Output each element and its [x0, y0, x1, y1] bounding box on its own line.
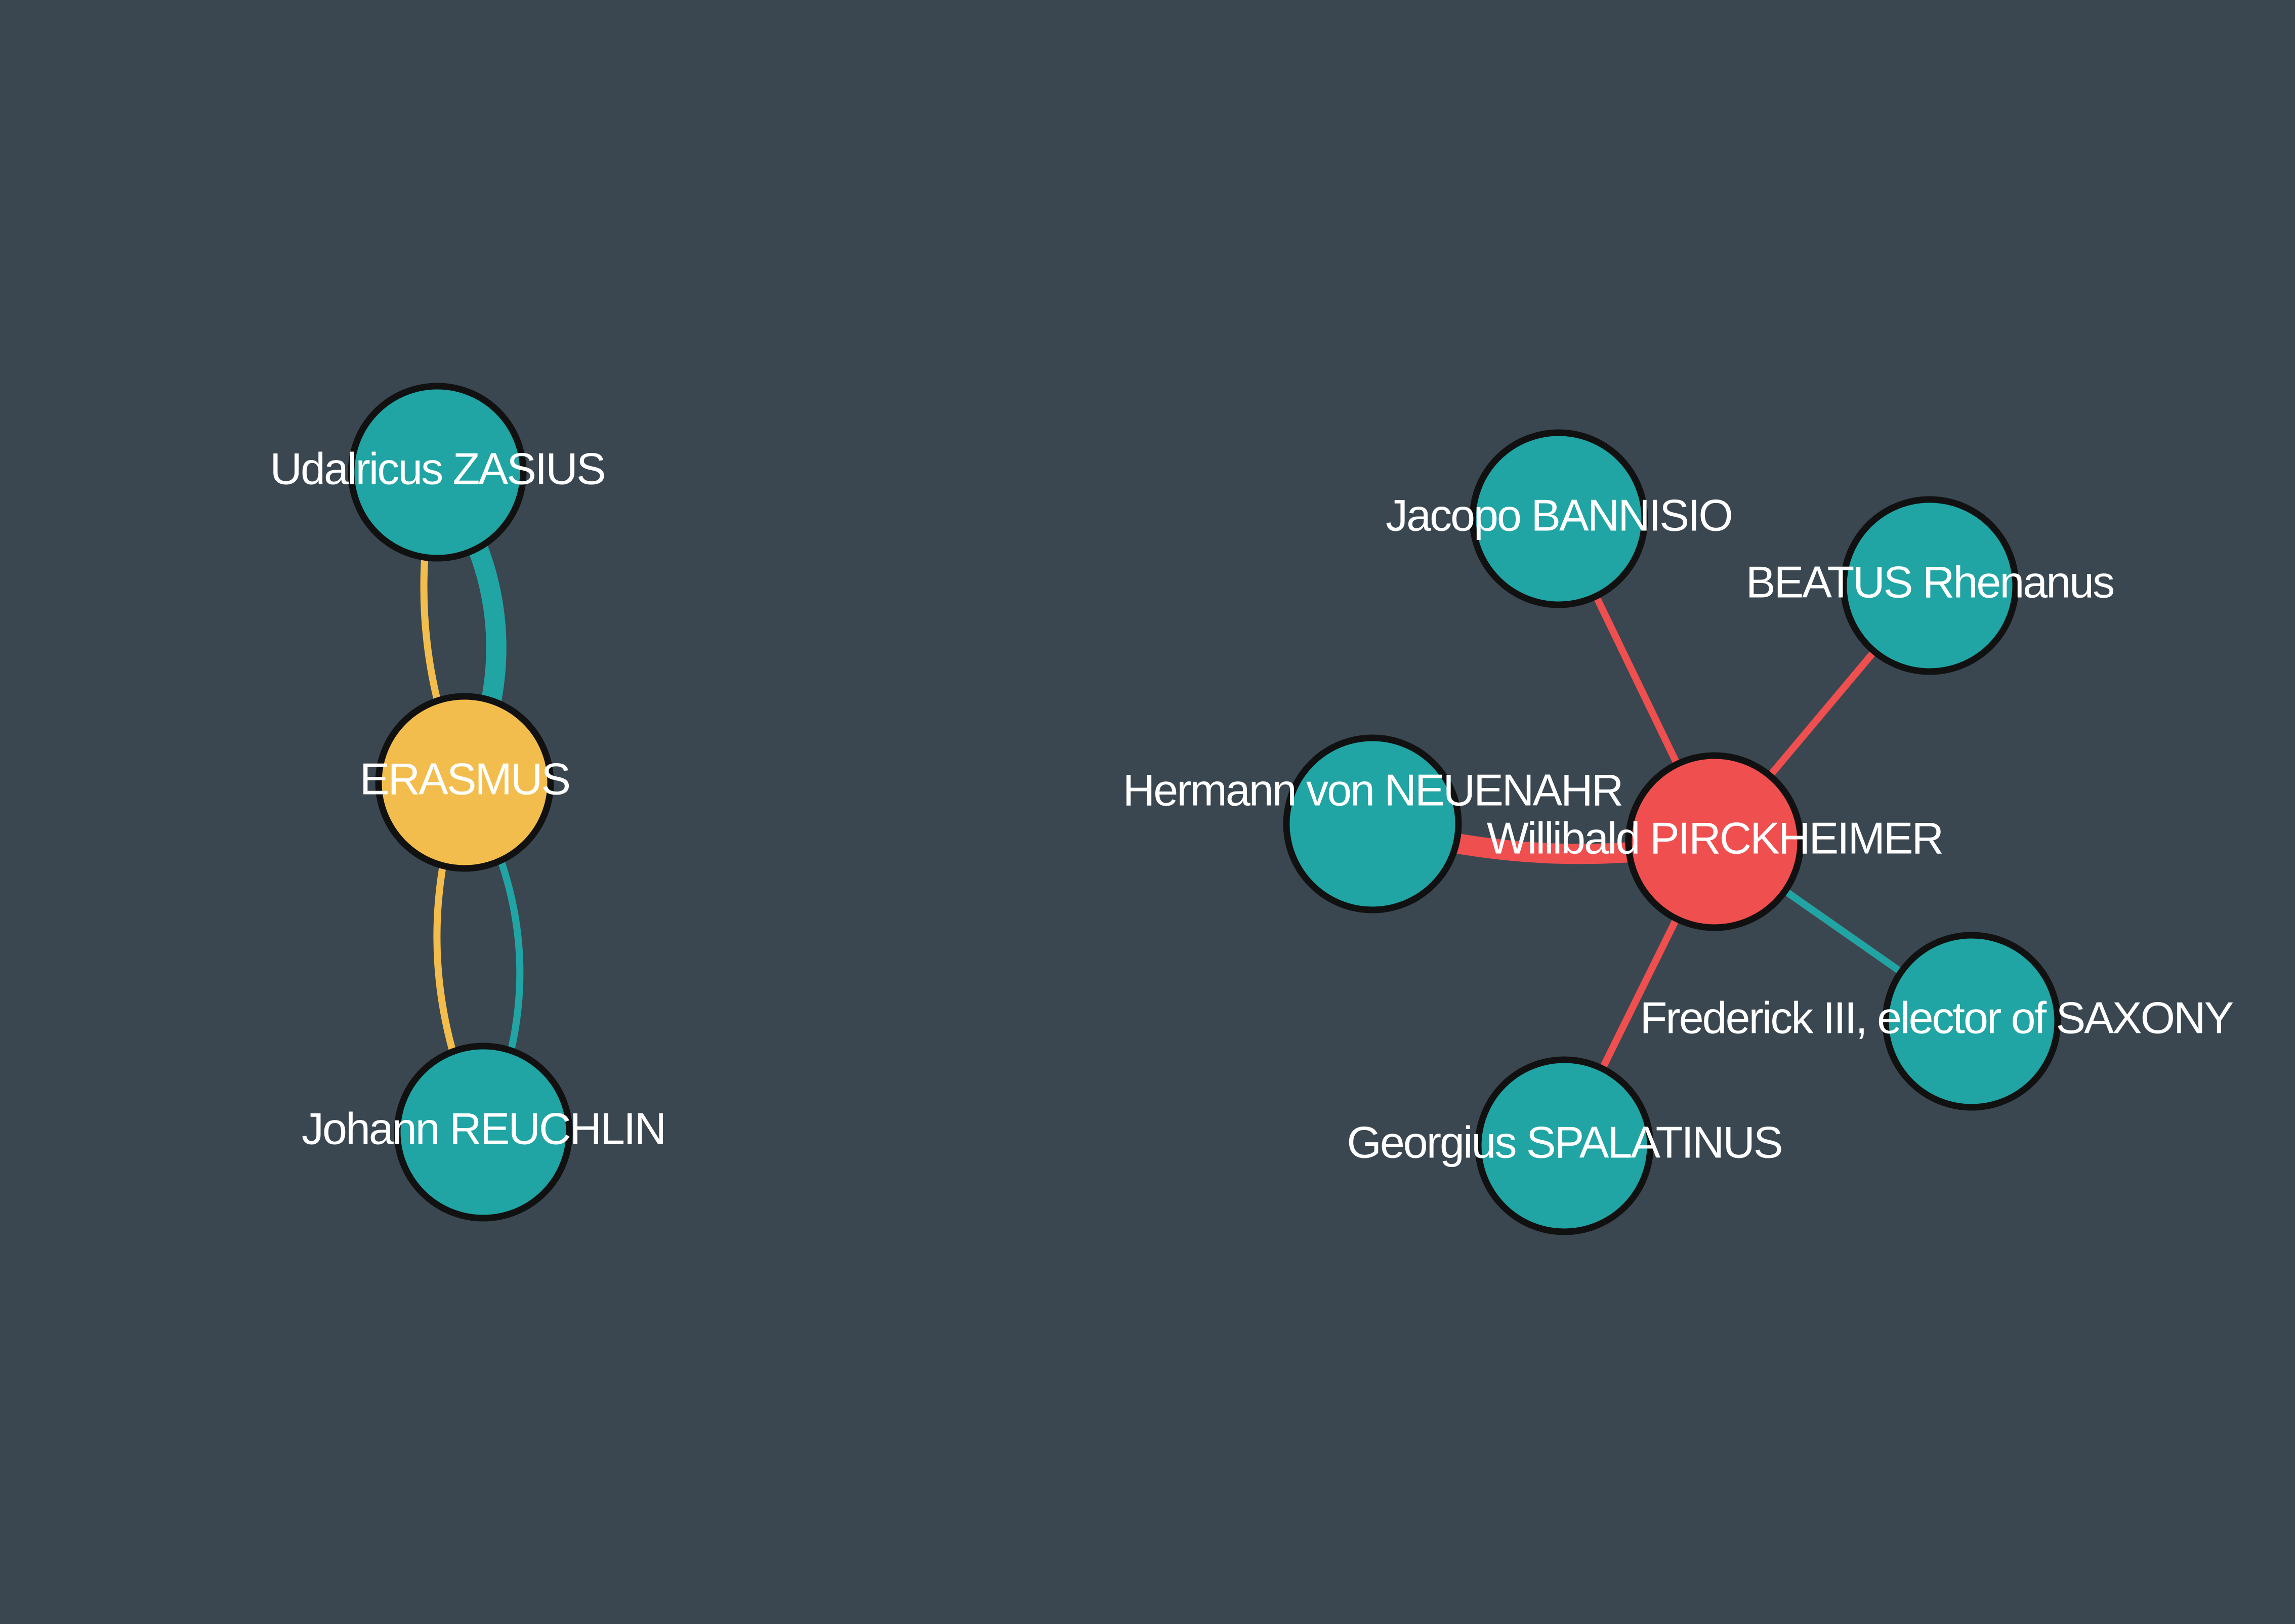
nodes-layer: [348, 383, 2061, 1235]
node-label-erasmus: ERASMUS: [360, 754, 569, 804]
node-bannisio[interactable]: [1469, 429, 1648, 608]
node-label-reuchlin: Johann REUCHLIN: [302, 1103, 665, 1153]
node-neuenahr[interactable]: [1283, 734, 1462, 913]
node-pirckheimer[interactable]: [1625, 752, 1804, 931]
labels-layer: ERASMUS Udalricus ZASIUS Johann REUCHLIN Wi…: [270, 443, 2234, 1167]
node-erasmus[interactable]: [375, 693, 554, 872]
node-label-neuenahr: Hermann von NEUENAHR: [1123, 765, 1622, 815]
node-frederick[interactable]: [1882, 932, 2061, 1111]
node-label-beatus: BEATUS Rhenanus: [1746, 557, 2113, 607]
node-beatus[interactable]: [1840, 496, 2019, 675]
node-label-spalatinus: Georgius SPALATINUS: [1347, 1117, 1781, 1167]
node-label-bannisio: Jacopo BANNISIO: [1386, 490, 1732, 540]
node-label-frederick: Frederick III, elector of SAXONY: [1640, 992, 2233, 1043]
node-spalatinus[interactable]: [1475, 1056, 1654, 1235]
node-label-pirckheimer: Willibald PIRCKHEIMER: [1487, 813, 1942, 863]
node-reuchlin[interactable]: [394, 1043, 573, 1222]
node-label-zasius: Udalricus ZASIUS: [270, 443, 604, 493]
node-zasius[interactable]: [348, 383, 527, 562]
